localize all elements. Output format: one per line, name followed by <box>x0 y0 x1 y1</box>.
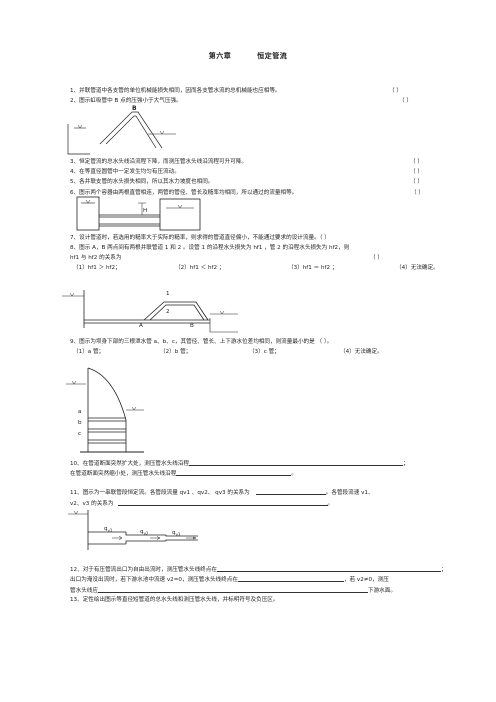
q11-text-2b: 。 <box>327 501 334 507</box>
question-11-line-1: 11、图示为一串联管段恒定流。各管段流量 qv1 、qv2、 qv3 的关系为 。… <box>70 489 374 497</box>
question-10-line-2: 在管道断面突然缩小处，测压管水头线沿程 。 <box>70 470 297 478</box>
q12-blank-2 <box>237 576 344 582</box>
two-containers-figure <box>76 195 206 231</box>
question-12-line-1: 12、对于有压管流出口为自由出流时，测压管水头线终点在 ； <box>70 566 447 574</box>
page-title: 第六章 恒定管流 <box>0 53 496 60</box>
outlet-c-label: c <box>78 431 82 437</box>
q3-subscript: v3 <box>175 532 181 538</box>
series-flow-label-2: qv2 <box>140 529 149 537</box>
question-7: 7、设计管道时，若选用的糙率大于实际的糙率，则求得的管道直径偏小，不能通过要求的… <box>70 235 330 241</box>
q10-text-1: 10、在管道断面突然扩大处，测压管水头线沿程 <box>70 461 189 467</box>
q10-blank-2 <box>176 470 292 476</box>
answer-paren-6: （ ） <box>411 190 424 196</box>
question-8-stem: 8、图示 A，B 两点间有两根并联管道 1 和 2 。设管 1 的沿程水头损失为… <box>70 245 350 251</box>
q11-blank-2 <box>117 500 328 506</box>
pipe-1-label: 1 <box>166 291 170 297</box>
pipe-2-label: 2 <box>166 309 170 315</box>
q1-symbol: q <box>104 526 108 532</box>
parallel-pipes-figure <box>60 276 240 333</box>
siphon-figure <box>66 104 176 156</box>
point-b-label: B <box>190 323 194 329</box>
q8-option-3: （3）hf1 ＝ hf2 ； <box>288 265 338 271</box>
q12-text-2: 出口为淹没出流时，若下游水池中流速 v2=0，测压管水头线终点在 <box>70 577 238 583</box>
q12-text-1: 12、对于有压管流出口为自由出流时，测压管水头线终点在 <box>70 567 217 573</box>
point-a-label: A <box>139 323 143 329</box>
outlet-b-label: b <box>78 420 82 426</box>
q10-end-1: ； <box>403 461 409 467</box>
question-1: 1、并联管道中各支管的单位机械能损失相同，因而各支管水流的总机械能也应相等。 <box>70 88 281 94</box>
question-5: 5、各并联支管的水头损失相同，所以其水力坡度也相同。 <box>70 179 214 185</box>
q12-text-2b: ，若 v2≠0，测压 <box>343 577 389 583</box>
q2-symbol: q <box>140 529 144 535</box>
q9-option-3: （3）c 管； <box>249 349 280 355</box>
q8-option-1: （1）hf1 ＞ hf2； <box>73 265 121 271</box>
q11-blank-1 <box>255 489 326 495</box>
question-3: 3、恒定管流的总水头线沿流程下降，而测压管水头线沿流程可升可降。 <box>70 159 247 165</box>
q9-option-2: （2）b 管； <box>160 349 192 355</box>
chapter-label: 第六章 <box>208 52 232 60</box>
question-6: 6、图示两个容器由两根直管相连，两管的管径、管长及糙率均相同，所以通过的流量相等… <box>70 190 298 196</box>
head-label-h: H <box>143 208 148 214</box>
siphon-point-b: B <box>132 105 137 112</box>
q2-subscript: v2 <box>143 531 149 537</box>
question-8-stem2: hf1 与 hf2 的关系为 <box>70 255 122 261</box>
q9-option-1: （1）a 管； <box>73 349 105 355</box>
question-4: 4、在等直径圆管中一定发生均匀有压流动。 <box>70 169 180 175</box>
question-9-stem: 9、图示为坝身下部的三根泄水管 a、b、c，其管径、管长、上下游水位差均相同，则… <box>70 339 333 345</box>
q1-subscript: v1 <box>107 528 113 534</box>
question-10-line-1: 10、在管道断面突然扩大处，测压管水头线沿程 ； <box>70 460 409 468</box>
question-13: 13、定性绘出图示等直径短管道的总水头线和测压管水头线，并标明符号及负压区。 <box>70 597 279 603</box>
q12-end-1: ； <box>440 567 447 573</box>
question-12-line-2: 出口为淹没出流时，若下游水池中流速 v2=0，测压管水头线终点在 ，若 v2≠0，… <box>70 576 389 584</box>
q9-option-4: （4）无法确定。 <box>340 349 383 355</box>
q11-text-1b: 。各管段流速 v1、 <box>325 490 374 496</box>
q10-text-2: 在管道断面突然缩小处，测压管水头线沿程 <box>70 471 177 477</box>
q11-text-1: 11、图示为一串联管段恒定流。各管段流量 qv1 、qv2、 qv3 的关系为 <box>70 490 250 496</box>
answer-paren-8: （ ） <box>370 255 383 261</box>
q12-text-3b: 下游水面。 <box>367 588 396 594</box>
question-2: 2、图示虹吸管中 B 点的压强小于大气压强。 <box>70 98 182 104</box>
series-flow-label-1: qv1 <box>104 526 113 534</box>
answer-paren-1: （ ） <box>389 88 402 94</box>
answer-paren-2: （ ） <box>399 98 412 104</box>
answer-paren-4: （ ） <box>410 169 423 175</box>
q12-blank-1 <box>216 566 441 572</box>
q12-text-3: 管水头线应 <box>70 588 98 594</box>
chapter-topic: 恒定管流 <box>257 52 288 60</box>
q10-blank-1 <box>189 460 403 466</box>
q8-option-4: （4）无法确定。 <box>396 265 439 271</box>
answer-paren-3: （ ） <box>410 159 423 165</box>
answer-paren-5: （ ） <box>410 179 423 185</box>
q8-option-2: （2）hf1 ＜ hf2 ； <box>175 265 225 271</box>
question-12-line-3: 管水头线应 下游水面。 <box>70 587 396 595</box>
q10-end-2: 。 <box>291 471 297 477</box>
series-flow-label-3: qv3 <box>172 530 181 538</box>
outlet-a-label: a <box>78 409 82 415</box>
dam-outlets-figure <box>64 358 144 454</box>
series-pipes-figure <box>66 506 206 550</box>
question-11-line-2: v2、v3 的关系为 。 <box>70 500 333 508</box>
q11-text-2: v2、v3 的关系为 <box>70 501 114 507</box>
q3-symbol: q <box>172 530 176 536</box>
q12-blank-3 <box>97 587 368 593</box>
